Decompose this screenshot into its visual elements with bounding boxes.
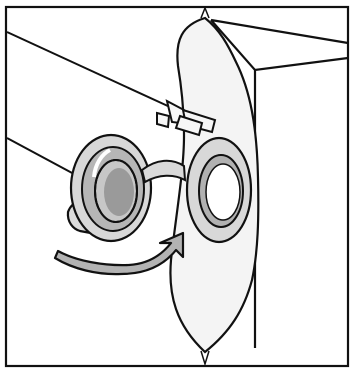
cabinet-top-edge-line xyxy=(7,32,170,107)
left-ring-shadow xyxy=(104,168,134,216)
left-ring-assembly xyxy=(68,135,151,241)
panel-top-notch xyxy=(201,8,209,18)
ring-bridge xyxy=(142,161,185,182)
right-ring-assembly xyxy=(187,138,251,242)
right-ring-core xyxy=(206,164,240,220)
